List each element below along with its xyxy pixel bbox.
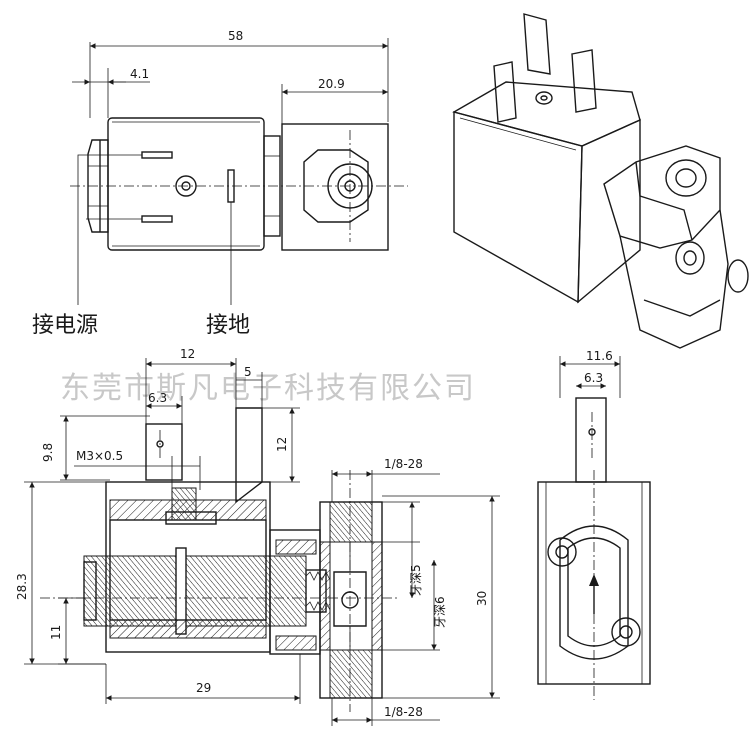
dim-body-height: 28.3 — [15, 573, 29, 600]
dim-offset: 4.1 — [130, 67, 149, 81]
dim-terminal-width: 6.3 — [148, 391, 167, 405]
section-view: 12 5 6.3 12 9.8 M3×0.5 — [15, 347, 500, 726]
dim-end-terminal: 6.3 — [584, 371, 603, 385]
dim-section-top: 12 — [180, 347, 195, 361]
isometric-view — [452, 13, 749, 349]
label-power: 接电源 — [32, 313, 98, 338]
thread-depth-5: 牙深5 — [409, 564, 423, 596]
dim-port-bottom: 1/8-28 — [384, 705, 423, 719]
dim-left-height: 9.8 — [41, 443, 55, 462]
dim-valve-width: 20.9 — [318, 77, 345, 91]
dim-valve-height: 30 — [475, 591, 489, 606]
company-watermark: 东莞市斯凡电子科技有限公司 — [60, 371, 476, 406]
dim-bottom-length: 29 — [196, 681, 211, 695]
thread-depth-6: 牙深6 — [433, 596, 447, 628]
dim-terminal-height: 12 — [275, 437, 289, 452]
dim-core-height: 11 — [49, 625, 63, 640]
dim-overall-length: 58 — [228, 29, 243, 43]
label-ground: 接地 — [206, 313, 250, 338]
dim-port-top: 1/8-28 — [384, 457, 423, 471]
dim-section-small: 5 — [244, 365, 252, 379]
top-view: 58 4.1 20.9 — [70, 29, 408, 305]
dim-end-width: 11.6 — [586, 349, 613, 363]
end-view: 11.6 6.3 — [537, 349, 651, 700]
thread-label: M3×0.5 — [76, 449, 123, 463]
